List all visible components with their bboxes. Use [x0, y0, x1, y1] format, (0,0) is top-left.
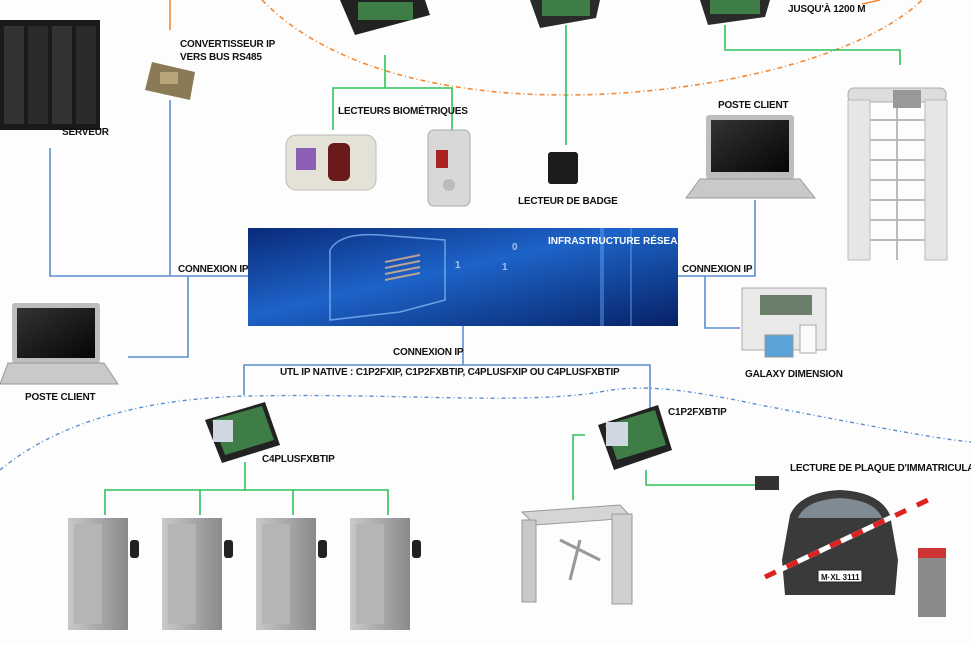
server-rack-icon	[0, 20, 100, 130]
c1p2fxbtip-controller-icon	[598, 405, 672, 470]
laptop-icon	[0, 303, 119, 385]
c1p2fxbtip-label: C1P2FXBTIP	[668, 407, 727, 418]
banner-digit: 1	[455, 260, 461, 271]
field-boundary-curve	[0, 387, 971, 471]
badge-reader-icon	[548, 152, 578, 184]
door-icon	[68, 518, 139, 630]
controller-board-icon	[530, 0, 600, 28]
ip-links	[49, 100, 756, 410]
infrastructure-label: INFRASTRUCTURE RÉSEAU IP	[548, 234, 697, 247]
biometric-readers-label: LECTEURS BIOMÉTRIQUES	[338, 104, 468, 117]
ip-network-infrastructure-banner: 1 0 1 INFRASTRUCTURE RÉSEAU IP	[248, 228, 697, 326]
c4plusfxbtip-label: C4PLUSFXBTIP	[262, 454, 335, 465]
banner-digit: 1	[502, 262, 508, 273]
c4plusfxbtip-controller-icon	[205, 402, 280, 463]
client-station-right-label: POSTE CLIENT	[718, 100, 788, 111]
full-height-turnstile-icon	[847, 87, 948, 261]
galaxy-dimension-label: GALAXY DIMENSION	[745, 369, 843, 380]
client-station-left-label: POSTE CLIENT	[25, 392, 95, 403]
server-label: SERVEUR	[62, 127, 110, 138]
door-icon	[256, 518, 327, 630]
native-ip-controllers-label: UTL IP NATIVE : C1P2FXIP, C1P2FXBTIP, C4…	[280, 367, 620, 378]
barrier-gate-icon	[763, 497, 946, 617]
galaxy-dimension-panel-icon	[741, 287, 827, 358]
ip-rs485-converter-icon	[145, 62, 195, 100]
badge-reader-label: LECTEUR DE BADGE	[518, 196, 618, 207]
laptop-icon	[685, 115, 817, 199]
ip-connection-left-label: CONNEXION IP	[178, 264, 249, 275]
ip-connection-right-label: CONNEXION IP	[682, 264, 753, 275]
tripod-turnstile-icon	[520, 504, 634, 605]
license-plate-text: M·XL 3111	[821, 573, 860, 582]
plate-recognition-label: LECTURE DE PLAQUE D'IMMATRICULATION	[790, 463, 971, 474]
bus-links	[104, 25, 901, 515]
converter-label-line2: VERS BUS RS485	[180, 52, 262, 63]
fingerprint-reader-icon	[427, 129, 471, 207]
controller-board-icon	[700, 0, 770, 25]
range-arrow	[861, 0, 881, 5]
converter-label-line1: CONVERTISSEUR IP	[180, 39, 276, 50]
ip-connection-bottom-label: CONNEXION IP	[393, 347, 464, 358]
controller-board-icon	[340, 0, 430, 35]
banner-digit: 0	[512, 242, 518, 253]
plate-reader-camera-icon	[755, 476, 779, 490]
door-icon	[162, 518, 233, 630]
fingerprint-reader-icon	[285, 134, 377, 191]
range-label: JUSQU'À 1200 M	[788, 2, 865, 15]
door-icon	[350, 518, 421, 630]
